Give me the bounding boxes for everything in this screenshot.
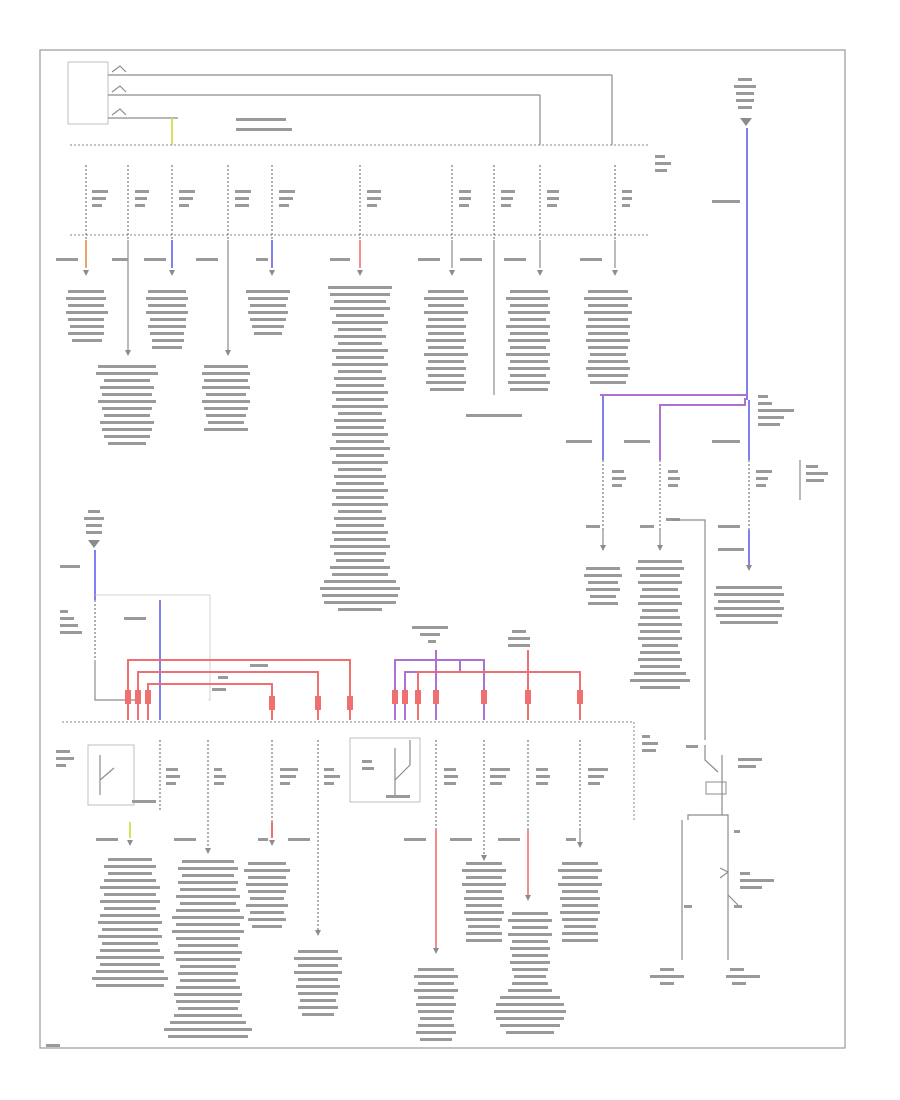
connector-icon [740, 118, 752, 126]
connector-icon [88, 540, 100, 548]
red-power-bus-left [127, 659, 351, 720]
diagram-frame [39, 49, 846, 1049]
starter-relay [650, 745, 774, 985]
battery-feed [712, 78, 756, 400]
wire-color-tags-top [56, 258, 602, 261]
footer-code [46, 1044, 60, 1047]
relay-switch-icon [111, 65, 127, 116]
bottom-component-labels [92, 858, 602, 1041]
top-fuse-row [85, 165, 616, 240]
relay-switch-icon [349, 737, 421, 803]
relay-switch-icon [87, 744, 135, 806]
top-fuse-labels [92, 118, 671, 207]
top-component-labels [66, 286, 632, 611]
ignition-switch-box [67, 61, 109, 125]
ignition-switch [67, 61, 612, 145]
